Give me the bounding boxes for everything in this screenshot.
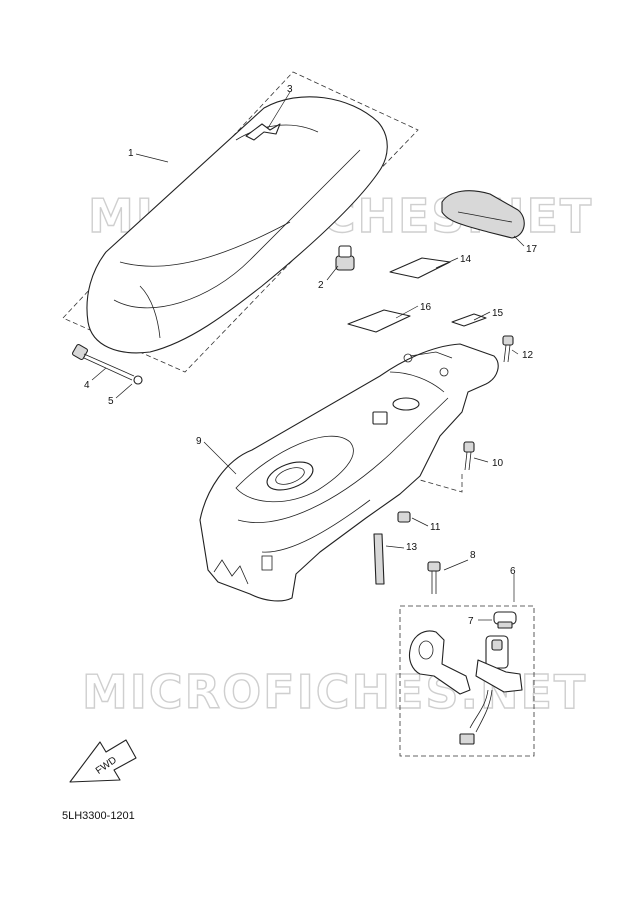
callout-17: 17 — [526, 244, 538, 255]
callout-8: 8 — [470, 550, 476, 561]
callout-12: 12 — [522, 350, 534, 361]
leader-15 — [473, 311, 491, 321]
lock-housing-part[interactable] — [408, 630, 471, 695]
bolt-10-part[interactable] — [463, 441, 475, 471]
leader-4 — [91, 367, 107, 381]
callout-13: 13 — [406, 542, 418, 553]
hose-part[interactable] — [373, 533, 385, 585]
callout-6: 6 — [510, 566, 516, 577]
leader-16 — [395, 305, 419, 319]
callout-14: 14 — [460, 254, 472, 265]
bolt-8-part[interactable] — [427, 561, 441, 594]
seat-bolt-part[interactable] — [71, 343, 135, 381]
sheet-16-part[interactable] — [347, 309, 411, 333]
callout-7: 7 — [468, 616, 474, 627]
nut-clip-part[interactable] — [397, 511, 411, 523]
sheet-14-part[interactable] — [389, 257, 451, 279]
bolt-10-guide — [419, 474, 463, 493]
callout-4: 4 — [84, 380, 90, 391]
lock-cylinder-part[interactable] — [459, 635, 523, 745]
leader-12 — [511, 349, 519, 355]
washer-part[interactable] — [133, 375, 143, 385]
damper-part[interactable] — [335, 245, 355, 271]
callout-16: 16 — [420, 302, 432, 313]
storage-box-part[interactable] — [199, 343, 499, 602]
callout-2: 2 — [318, 280, 324, 291]
callout-9: 9 — [196, 436, 202, 447]
leader-11 — [411, 517, 429, 527]
leader-8 — [443, 559, 469, 571]
diagram-code: 5LH3300-1201 — [62, 810, 135, 822]
lock-cap-part[interactable] — [493, 611, 517, 629]
leader-14 — [435, 257, 459, 269]
leader-9 — [203, 441, 237, 475]
callout-10: 10 — [492, 458, 504, 469]
leader-1 — [135, 153, 169, 163]
bolt-12-part[interactable] — [502, 335, 514, 363]
leader-17 — [513, 235, 525, 247]
seat-part[interactable] — [86, 96, 388, 354]
callout-11: 11 — [430, 522, 441, 533]
callout-5: 5 — [108, 396, 114, 407]
fwd-arrow: FWD — [69, 739, 137, 783]
callout-15: 15 — [492, 308, 504, 319]
callout-1: 1 — [128, 148, 134, 159]
leader-10 — [473, 457, 489, 463]
lock-assembly-boundary — [399, 605, 535, 757]
seat-emblem-part[interactable] — [245, 123, 281, 141]
leader-13 — [385, 545, 405, 549]
pad-17-part[interactable] — [441, 190, 525, 239]
leader-2 — [326, 265, 339, 281]
leader-3 — [267, 91, 291, 129]
callout-3: 3 — [287, 84, 293, 95]
leader-5 — [115, 383, 133, 399]
sheet-15-part[interactable] — [451, 313, 487, 327]
